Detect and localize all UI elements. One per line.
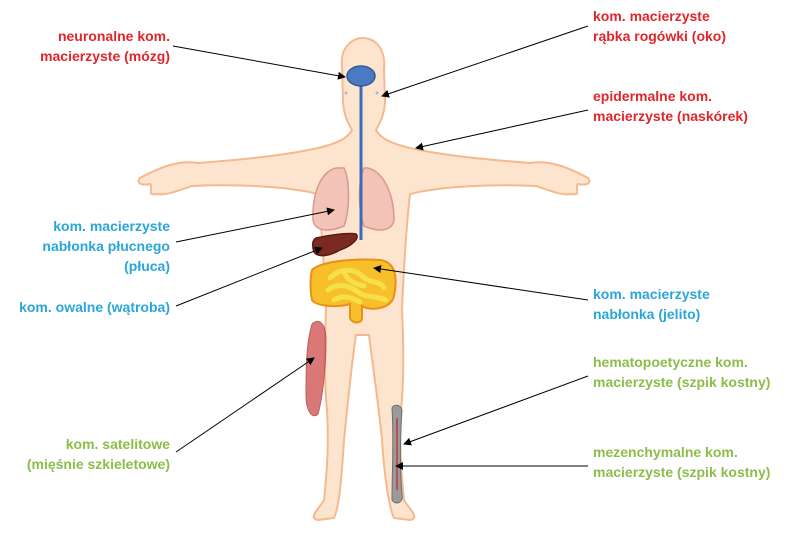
label-line: macierzyste (mózg) xyxy=(40,48,170,64)
label-skin: epidermalne kom. macierzyste (naskórek) xyxy=(593,86,748,126)
label-line: mezenchymalne kom. xyxy=(593,444,738,460)
thigh-muscle xyxy=(305,320,327,417)
human-body xyxy=(137,36,591,522)
label-brain: neuronalne kom. macierzyste (mózg) xyxy=(40,26,170,66)
left-lung xyxy=(312,167,350,231)
label-line: (płuca) xyxy=(124,258,170,274)
label-line: kom. satelitowe xyxy=(65,436,170,452)
label-line: nabłonka płucnego xyxy=(42,238,170,254)
pointer-liver xyxy=(175,246,323,307)
label-line: hematopoetyczne kom. xyxy=(593,354,748,370)
pointer-brain xyxy=(172,45,346,80)
label-line: nabłonka (jelito) xyxy=(593,306,701,322)
label-liver: kom. owalne (wątroba) xyxy=(19,297,170,317)
liver xyxy=(311,232,358,257)
label-hemato: hematopoetyczne kom. macierzyste (szpik k… xyxy=(593,352,770,392)
pointer-lung xyxy=(175,207,335,243)
label-mesench: mezenchymalne kom. macierzyste (szpik kos… xyxy=(593,442,770,482)
label-line: kom. macierzyste xyxy=(593,8,710,24)
label-line: macierzyste (szpik kostny) xyxy=(593,464,771,480)
pointer-skin xyxy=(415,109,589,151)
label-line: kom. macierzyste xyxy=(53,218,170,234)
label-intestine: kom. macierzyste nabłonka (jelito) xyxy=(593,284,710,324)
pointer-eye xyxy=(381,25,589,98)
pointer-intestine xyxy=(373,265,589,301)
brain xyxy=(346,65,376,87)
label-satellite: kom. satelitowe (mięśnie szkieletowe) xyxy=(27,434,170,474)
label-line: epidermalne kom. xyxy=(593,88,713,104)
pointer-satellite xyxy=(175,357,315,453)
left-eye xyxy=(344,91,348,95)
small-intestine xyxy=(325,267,389,305)
label-line: rąbka rogówki (oko) xyxy=(593,28,727,44)
pointer-lines xyxy=(172,25,589,470)
label-line: (mięśnie szkieletowe) xyxy=(26,456,170,472)
label-line: macierzyste (szpik kostny) xyxy=(593,374,771,390)
label-eye: kom. macierzyste rąbka rogówki (oko) xyxy=(593,6,726,46)
label-line: kom. macierzyste xyxy=(593,286,710,302)
label-line: neuronalne kom. xyxy=(57,28,170,44)
pointer-hemato xyxy=(403,375,589,446)
label-line: kom. owalne (wątroba) xyxy=(19,299,170,315)
right-eye xyxy=(375,91,379,95)
label-lung: kom. macierzyste nabłonka płucnego (płuca) xyxy=(42,216,170,276)
label-line: macierzyste (naskórek) xyxy=(593,108,748,124)
